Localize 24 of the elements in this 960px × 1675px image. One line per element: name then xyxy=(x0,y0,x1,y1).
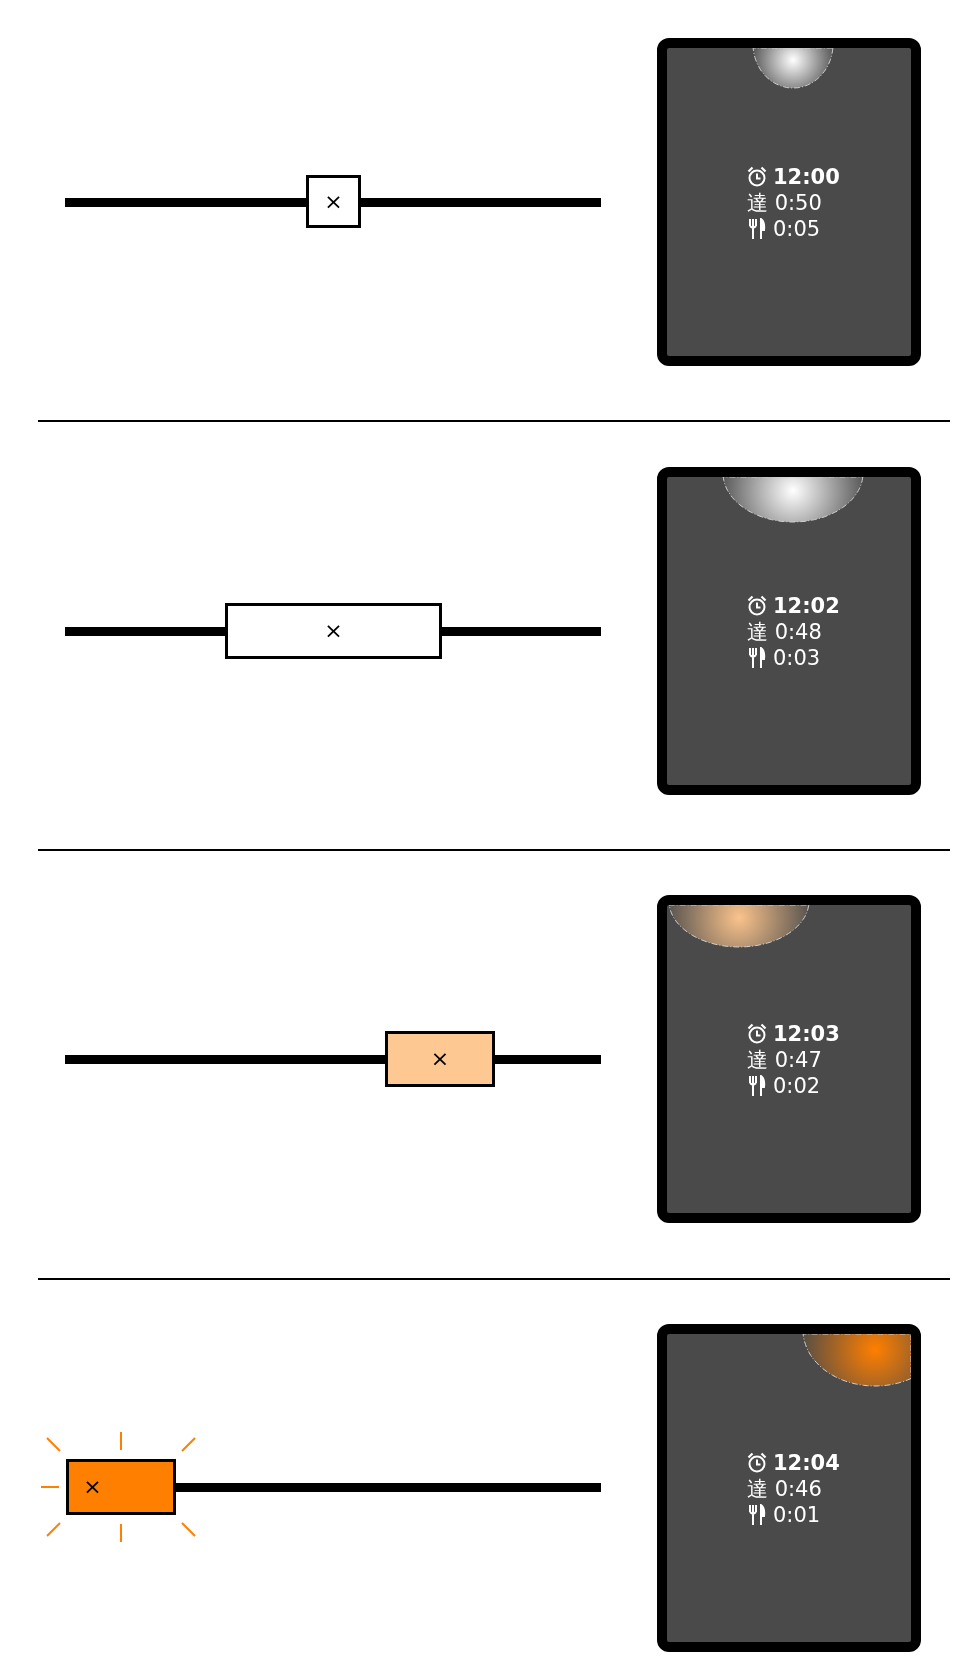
clock-time: 12:02 xyxy=(773,595,840,617)
phone-screen xyxy=(657,467,921,795)
duration-text: 達 0:47 xyxy=(747,1050,822,1071)
duration-text: 達 0:46 xyxy=(747,1479,822,1500)
clock-time: 12:04 xyxy=(773,1452,840,1474)
slider-handle: × xyxy=(225,603,442,659)
meal-time: 0:03 xyxy=(773,647,821,669)
phone-screen xyxy=(657,895,921,1223)
light-glow xyxy=(668,905,810,948)
phone-screen xyxy=(657,38,921,366)
light-glow xyxy=(722,477,864,523)
light-glow xyxy=(802,1334,911,1387)
clock-time: 12:03 xyxy=(773,1023,840,1045)
light-glow xyxy=(752,48,834,89)
meal-time: 0:05 xyxy=(773,218,821,240)
duration-text: 達 0:48 xyxy=(747,622,822,643)
meal-time: 0:02 xyxy=(773,1075,821,1097)
slider-handle: × xyxy=(66,1459,176,1515)
phone-screen xyxy=(657,1324,921,1652)
slider-handle: × xyxy=(385,1031,495,1087)
clock-time: 12:00 xyxy=(773,166,840,188)
duration-text: 達 0:50 xyxy=(747,193,822,214)
slider-handle: × xyxy=(306,175,361,228)
meal-time: 0:01 xyxy=(773,1504,821,1526)
